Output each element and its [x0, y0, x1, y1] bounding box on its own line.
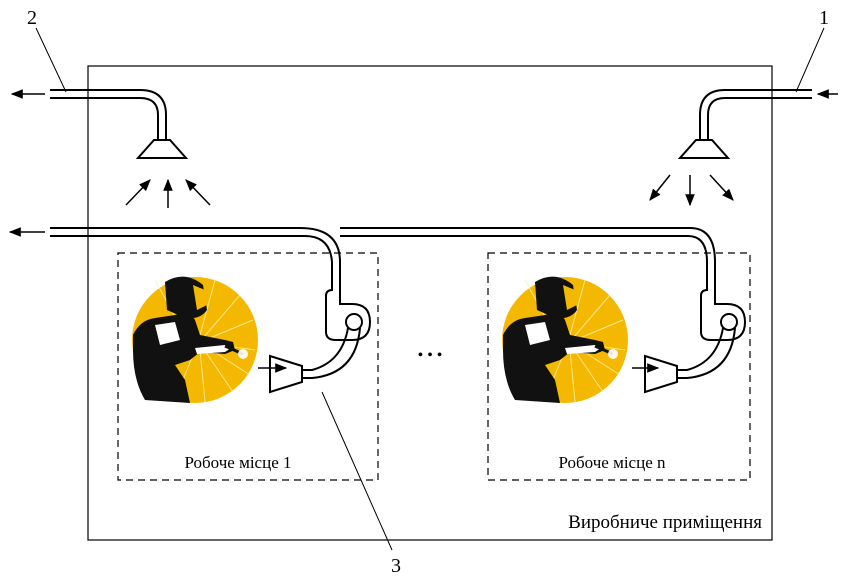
welder-icon — [500, 275, 630, 405]
callout-leader-3 — [321, 391, 393, 551]
fan-icon — [269, 261, 371, 393]
arrow-icon — [709, 174, 734, 201]
callout-leader-1 — [795, 27, 825, 93]
callout-2: 2 — [27, 7, 37, 29]
exhaust-hood-icon — [135, 139, 189, 159]
arrow-icon — [185, 179, 211, 206]
exhaust-duct — [50, 89, 167, 140]
arrow-icon — [649, 174, 671, 201]
workplace-n-box — [487, 252, 751, 481]
local-exhaust-duct — [50, 227, 716, 263]
room-label: Виробниче приміщення — [568, 512, 762, 533]
supply-hood-icon — [677, 139, 731, 159]
workplace-1-box — [117, 252, 379, 481]
callout-1: 1 — [819, 7, 829, 29]
room-outline — [87, 65, 773, 541]
callout-3: 3 — [391, 555, 401, 577]
supply-duct — [699, 89, 812, 140]
callout-leader-2 — [35, 27, 67, 93]
workplace-1-label: Робоче місце 1 — [184, 453, 291, 472]
welder-icon — [130, 275, 260, 405]
fan-icon — [644, 261, 746, 393]
ellipsis: • • • — [418, 347, 443, 364]
arrow-icon — [125, 179, 151, 206]
workplace-n-label: Робоче місце n — [558, 453, 666, 472]
